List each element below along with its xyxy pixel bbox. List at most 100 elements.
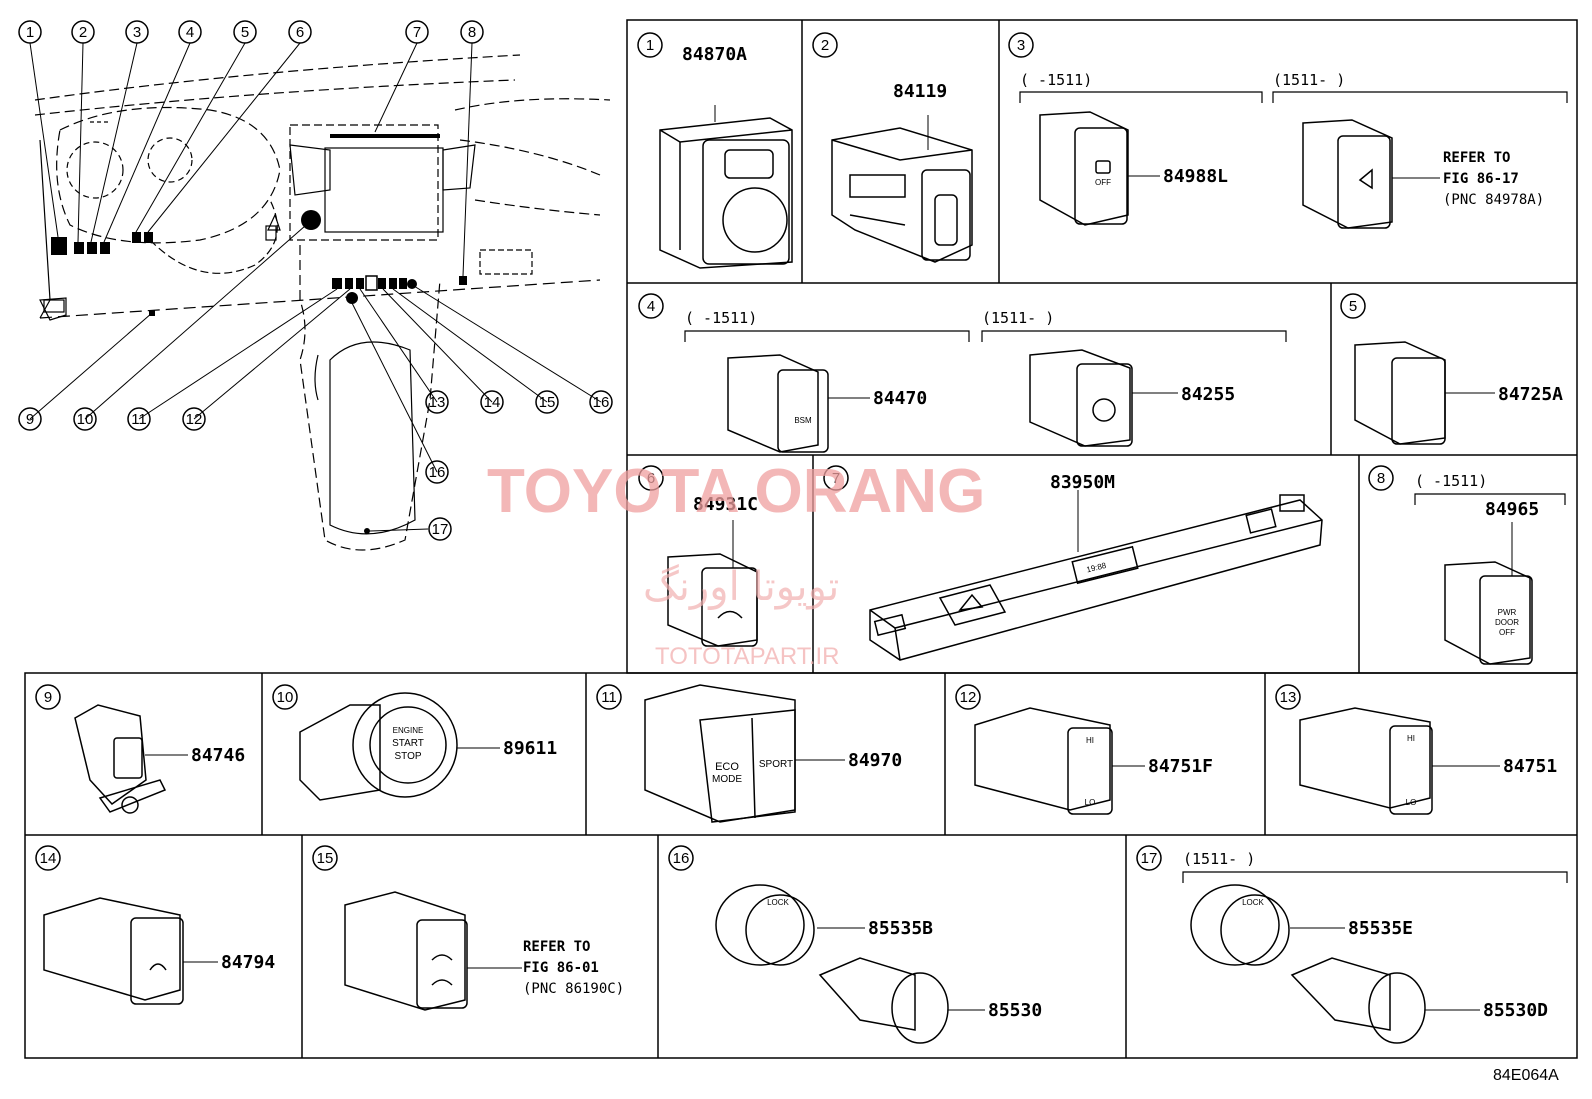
label-lock-85535E: LOCK [1242,898,1264,907]
switch-84931C [667,520,758,647]
refer-86-01-line2: FIG 86-01 [523,960,599,976]
callout-16b: 16 [429,464,446,481]
switch-84725A [1354,341,1495,445]
callout-16a: 16 [593,394,610,411]
part-85535B: 85535B [868,918,933,939]
switch-84751 [1299,707,1500,815]
switch-84470 [727,354,870,453]
panel-no-6: 6 [647,470,655,487]
range-17a: (1511- ) [1183,850,1255,868]
callout-6: 6 [296,24,304,41]
label-lock-85535B: LOCK [767,898,789,907]
panel-number-circles [35,32,1394,871]
part-84725A: 84725A [1498,384,1563,405]
label-lo-84751: LO [1406,798,1417,807]
clock-display: 19:88 [1086,561,1108,575]
switch-84255 [1029,349,1178,447]
part-85530D: 85530D [1483,1000,1548,1021]
part-84470: 84470 [873,388,927,409]
label-hi-84751: HI [1407,734,1415,743]
callout-8: 8 [468,24,476,41]
panel-grid [24,19,1578,1059]
refer-86-17-line3: (PNC 84978A) [1443,192,1544,208]
switch-84988L [1039,111,1160,226]
panel-no-16: 16 [673,850,690,867]
range-4b: (1511- ) [982,309,1054,327]
panel-no-8: 8 [1377,470,1385,487]
refer-note-fig-86-01: REFER TO FIG 86-01 (PNC 86190C) [523,939,624,997]
switch-89611 [299,692,500,801]
callout-1: 1 [26,24,34,41]
refer-86-01-line3: (PNC 86190C) [523,981,624,997]
panel-no-1: 1 [646,37,654,54]
overview-callouts [18,20,613,541]
part-84119: 84119 [893,81,947,102]
part-84970: 84970 [848,750,902,771]
callout-14: 14 [484,394,501,411]
refer-86-01-line1: REFER TO [523,939,590,955]
panel-no-4: 4 [647,298,655,315]
callout-4: 4 [186,24,194,41]
switch-84119 [831,115,973,263]
panel-no-7: 7 [832,470,840,487]
switch-84870A [659,105,793,269]
part-84751: 84751 [1503,756,1557,777]
part-84870A: 84870A [682,44,747,65]
label-off-84988L: OFF [1095,178,1111,187]
panel-no-15: 15 [317,850,334,867]
panel-no-5: 5 [1349,298,1357,315]
part-84794: 84794 [221,952,275,973]
part-84751F: 84751F [1148,756,1213,777]
callout-17: 17 [432,521,449,538]
label-door-off: OFF [1499,628,1515,637]
diagram-code: 84E064A [1493,1067,1559,1084]
panel-numbers: 1 2 3 4 5 6 7 8 9 10 11 12 13 14 15 16 1… [40,37,1386,867]
part-84965: 84965 [1485,499,1539,520]
label-mode: MODE [712,774,742,785]
switch-face-labels: OFF BSM PWR DOOR OFF ENGINE START STOP E… [392,178,1519,907]
switch-83950M [869,490,1323,661]
refer-note-fig-86-17: REFER TO FIG 86-17 (PNC 84978A) [1443,150,1544,208]
overview-callout-numbers: 1 2 3 4 5 6 7 8 9 10 11 12 13 14 15 16 1… [26,24,610,538]
range-labels: ( -1511) (1511- ) ( -1511) (1511- ) ( -1… [685,71,1487,868]
switch-refer-86-01 [344,891,522,1011]
callout-11: 11 [131,411,147,428]
overview-marker-open [365,275,378,291]
callout-2: 2 [79,24,87,41]
range-3b: (1511- ) [1273,71,1345,89]
watermark-persian: تویوتا اورنگ [643,564,839,610]
part-84988L: 84988L [1163,166,1228,187]
part-84255: 84255 [1181,384,1235,405]
part-84931C: 84931C [693,494,758,515]
socket-85535E [1190,884,1345,966]
part-85535E: 85535E [1348,918,1413,939]
watermark-title: TOYOTA ORANG [487,457,985,526]
refer-86-17-line1: REFER TO [1443,150,1510,166]
panel-no-14: 14 [40,850,57,867]
switch-84746 [74,704,188,814]
switch-refer-86-17 [1302,119,1440,229]
panel-no-13: 13 [1280,689,1297,706]
label-bsm: BSM [794,416,812,425]
panel-no-11: 11 [601,689,617,706]
callout-13: 13 [429,394,446,411]
panel-no-17: 17 [1141,850,1158,867]
switch-84751F [974,707,1145,815]
label-hi-84751F: HI [1086,736,1094,745]
label-engine: ENGINE [393,726,424,735]
callout-15: 15 [539,394,556,411]
socket-85535B [715,884,865,966]
part-numbers: 84870A 84119 84988L 84470 84255 84725A 8… [191,44,1563,1021]
callout-7: 7 [413,24,421,41]
callout-10: 10 [77,411,94,428]
panel-no-12: 12 [960,689,977,706]
panel-no-10: 10 [277,689,294,706]
callout-9: 9 [26,411,34,428]
callout-3: 3 [133,24,141,41]
callout-5: 5 [241,24,249,41]
label-start: START [392,738,424,749]
part-89611: 89611 [503,738,557,759]
range-8a: ( -1511) [1415,472,1487,490]
label-lo-84751F: LO [1085,798,1096,807]
